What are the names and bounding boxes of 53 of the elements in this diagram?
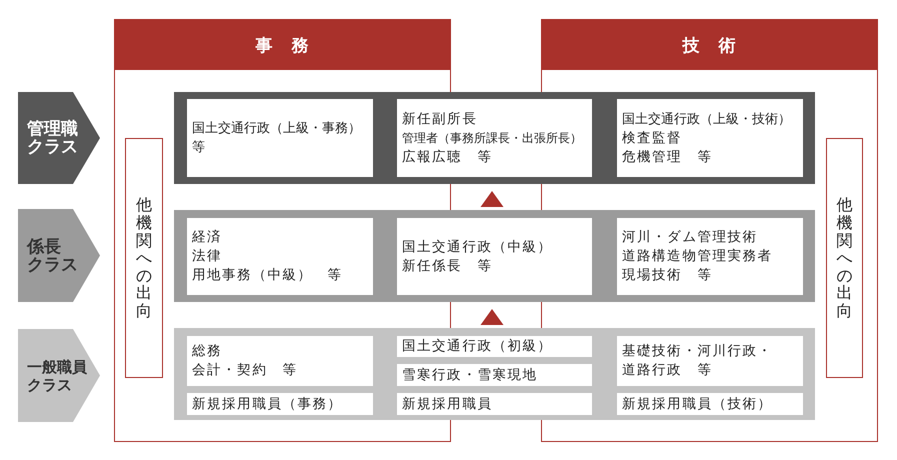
class-label: クラス <box>27 376 72 394</box>
role-box <box>397 336 592 357</box>
column-header: 事 務 <box>115 20 450 70</box>
promotion-arrow <box>480 191 504 207</box>
class-tag <box>18 209 100 302</box>
role-box <box>187 99 373 177</box>
role-text: 会計・契約 等 <box>192 361 298 380</box>
class-tag <box>18 329 100 422</box>
role-box <box>617 393 803 415</box>
role-text: 新任係長 等 <box>402 256 492 276</box>
role-box <box>397 99 592 177</box>
role-box <box>187 393 373 415</box>
role-text: 雪寒行政・雪寒現地 <box>402 366 538 384</box>
role-text: 新任副所長 <box>402 110 478 128</box>
role-text: 道路構造物管理実務者 <box>622 247 773 266</box>
role-text: 新規採用職員 <box>402 394 492 414</box>
role-box <box>397 218 592 295</box>
role-text: 広報広聴 等 <box>402 148 492 166</box>
role-box <box>187 336 373 386</box>
secondment-text: 他機関への出向 <box>136 196 152 320</box>
role-text: 国土交通行政（上級・技術） <box>622 110 791 128</box>
role-text: 危機管理 等 <box>622 148 712 166</box>
role-box <box>617 99 803 177</box>
column-header: 技 術 <box>542 20 877 70</box>
role-text: 用地事務（中級） 等 <box>192 266 343 285</box>
class-label: 一般職員 <box>27 358 87 376</box>
class-label: 係長 <box>27 238 61 256</box>
secondment-box <box>826 138 863 378</box>
secondment-box <box>125 138 163 378</box>
role-box <box>617 336 803 386</box>
role-text: 河川・ダム管理技術 <box>622 228 758 247</box>
role-text: 経済 <box>192 228 222 247</box>
role-text: 国土交通行政（中級） <box>402 238 553 256</box>
role-box <box>397 364 592 386</box>
role-text: 基礎技術・河川行政・道路行政 等 <box>622 342 774 380</box>
class-label: 管理職 <box>27 120 78 138</box>
role-text: 総務 <box>192 342 222 361</box>
class-label: クラス <box>27 256 78 274</box>
role-text: 検査監督 <box>622 128 682 148</box>
role-box <box>187 218 373 295</box>
secondment-text: 他機関への出向 <box>836 196 852 320</box>
role-text: 現場技術 等 <box>622 266 712 285</box>
role-text: 管理者（事務所課長・出張所長） <box>402 130 582 146</box>
role-text: 国土交通行政（上級・事務）等 <box>192 120 362 157</box>
role-text: 新規採用職員（事務） <box>192 394 343 414</box>
promotion-arrow <box>480 309 504 325</box>
class-label: クラス <box>27 138 78 156</box>
role-text: 国土交通行政（初級） <box>402 337 553 356</box>
role-text: 新規採用職員（技術） <box>622 394 773 414</box>
class-tag <box>18 92 100 184</box>
role-box <box>397 393 592 415</box>
role-text: 法律 <box>192 247 222 266</box>
role-box <box>617 218 803 295</box>
